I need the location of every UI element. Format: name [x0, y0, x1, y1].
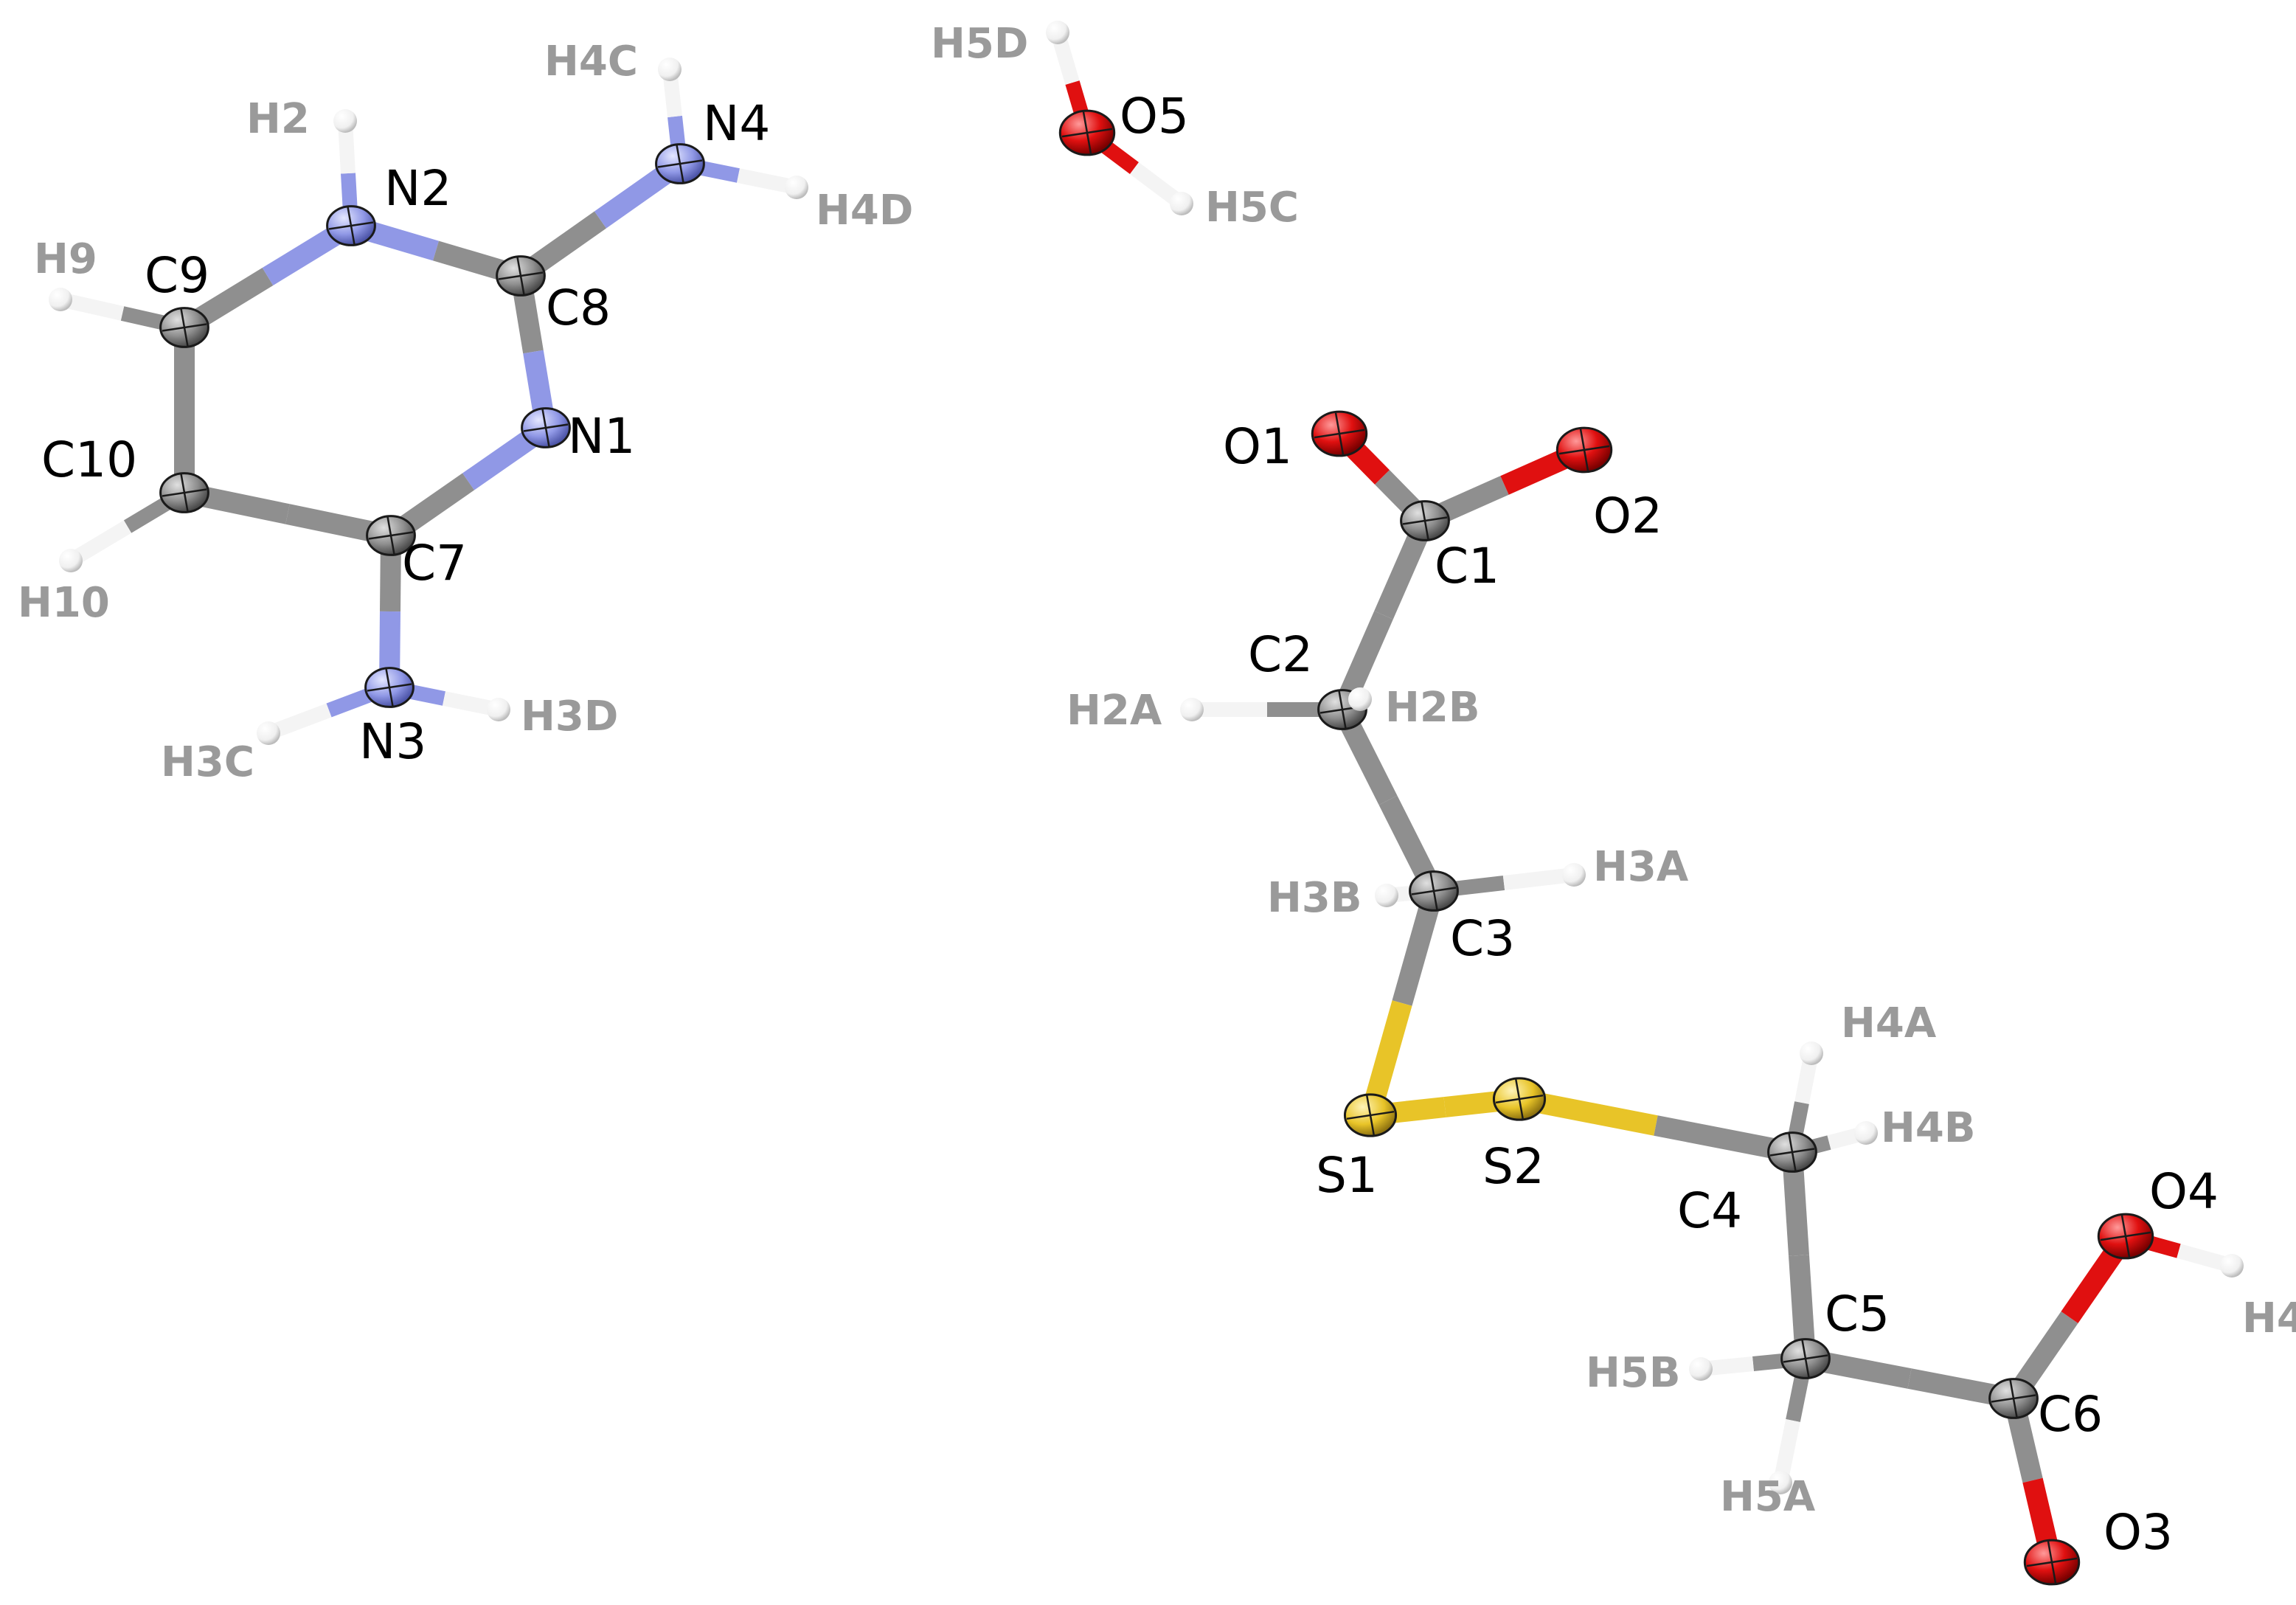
atom-o4 [2097, 1213, 2154, 1260]
atom-h10 [59, 549, 83, 572]
atom-o1 [1311, 410, 1368, 457]
atom-h3d [487, 698, 510, 721]
atom-c10 [159, 472, 209, 513]
atom-o3 [2023, 1539, 2081, 1586]
atom-s1 [1343, 1093, 1398, 1137]
atom-label-h4b: H4B [1881, 1104, 1976, 1152]
atom-h4b [1854, 1121, 1878, 1145]
atom-c8 [496, 255, 546, 297]
atom-h3c [257, 721, 280, 745]
atom-label-h10: H10 [18, 579, 110, 627]
atom-label-o3: O3 [2103, 1504, 2173, 1561]
atom-o2 [1555, 426, 1613, 474]
atom-c6 [1988, 1378, 2039, 1419]
bonds-layer [58, 30, 2234, 1565]
atom-h4 [2220, 1254, 2244, 1278]
atom-label-c2: C2 [1248, 626, 1313, 683]
atom-h2a [1180, 698, 1204, 721]
atom-label-n4: N4 [703, 95, 770, 152]
atom-label-h3a: H3A [1593, 843, 1689, 891]
atom-label-h5a: H5A [1720, 1473, 1816, 1521]
atom-n1 [521, 407, 571, 448]
atom-h5a [1769, 1471, 1792, 1494]
atom-label-h9: H9 [34, 235, 97, 283]
atom-label-h5b: H5B [1586, 1349, 1681, 1397]
atom-label-h3b: H3B [1267, 874, 1362, 922]
atom-h5c [1170, 192, 1193, 215]
atom-label-s2: S2 [1482, 1138, 1544, 1195]
atom-n2 [326, 205, 376, 246]
atom-h2 [333, 109, 357, 133]
atoms-layer [49, 21, 2244, 1586]
atom-label-h4: H4 [2242, 1294, 2296, 1342]
atom-label-h4d: H4D [816, 187, 913, 235]
atom-c7 [366, 515, 416, 556]
atom-label-h2: H2 [246, 95, 310, 143]
atom-label-o5: O5 [1120, 88, 1189, 145]
atom-c9 [159, 307, 209, 348]
atom-label-o2: O2 [1593, 488, 1662, 544]
atom-n3 [364, 667, 415, 708]
atom-label-c3: C3 [1450, 910, 1515, 967]
atom-c5 [1780, 1338, 1831, 1379]
atom-label-c1: C1 [1435, 538, 1499, 594]
atom-label-h3c: H3C [161, 738, 254, 786]
atom-h4c [658, 58, 681, 81]
atom-label-h4c: H4C [544, 38, 638, 86]
atom-label-n3: N3 [359, 713, 426, 770]
atom-h5d [1046, 21, 1069, 44]
atom-label-h4a: H4A [1841, 999, 1937, 1047]
atom-o5 [1058, 109, 1116, 156]
atom-label-h5d: H5D [931, 20, 1028, 68]
atom-label-c9: C9 [145, 247, 209, 304]
atom-label-c4: C4 [1677, 1182, 1742, 1239]
atom-label-h2b: H2B [1385, 684, 1480, 732]
atom-label-h2a: H2A [1067, 687, 1162, 735]
atom-h4d [785, 176, 808, 199]
atom-h9 [49, 288, 72, 311]
atom-label-c6: C6 [2038, 1386, 2103, 1443]
atom-label-h3d: H3D [521, 693, 618, 741]
atom-label-h5c: H5C [1205, 184, 1299, 232]
atom-h5b [1689, 1357, 1713, 1381]
atom-label-s1: S1 [1316, 1147, 1378, 1204]
atom-h3a [1562, 863, 1586, 887]
atom-label-c5: C5 [1825, 1286, 1890, 1342]
atom-n4 [655, 143, 705, 184]
atom-h2b [1348, 687, 1372, 711]
atom-c1 [1400, 500, 1450, 541]
atom-label-n1: N1 [568, 408, 635, 465]
labels-layer: C1 C2 C3 C4 C5 C6 C7 C8 C9 C10 N1 N2 N3 … [18, 20, 2296, 1561]
atom-label-c10: C10 [41, 431, 137, 488]
atom-h3b [1375, 884, 1398, 907]
atom-label-c7: C7 [402, 535, 467, 592]
atom-label-o4: O4 [2149, 1163, 2219, 1220]
atom-c3 [1409, 870, 1459, 912]
atom-label-o1: O1 [1223, 418, 1292, 475]
atom-label-c8: C8 [546, 280, 611, 336]
atom-h4a [1800, 1041, 1823, 1065]
atom-c4 [1767, 1131, 1817, 1173]
atom-label-n2: N2 [384, 160, 451, 217]
atom-s2 [1492, 1077, 1547, 1121]
